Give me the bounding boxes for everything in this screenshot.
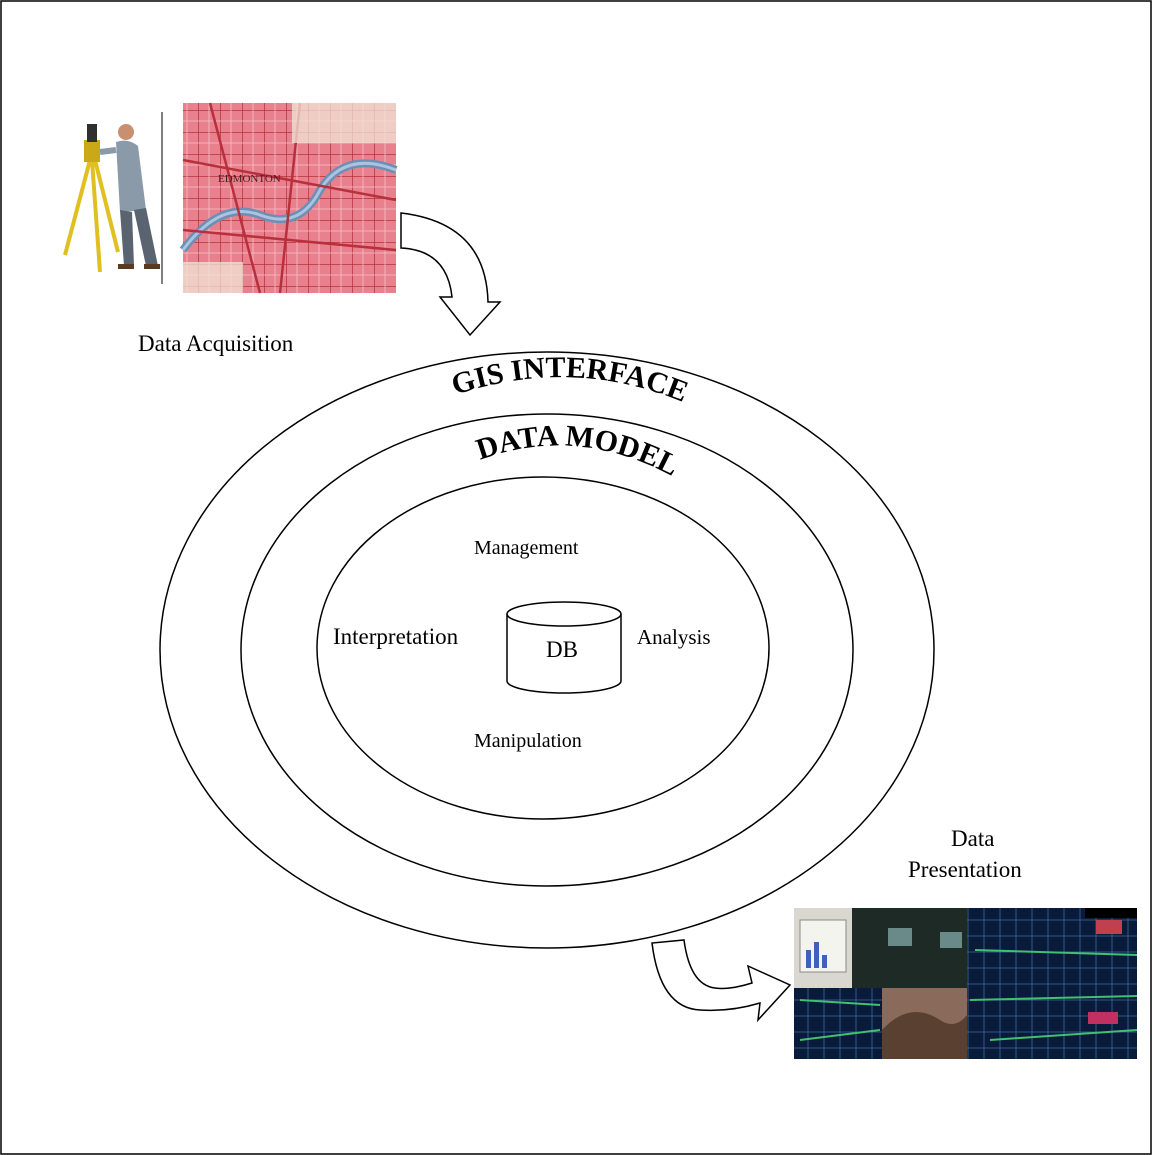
data-model-ring: [240, 413, 854, 887]
data-presentation-label-line2: Presentation: [908, 857, 1022, 882]
computer-screens-collage-image: [794, 908, 1138, 1059]
map-city-label: EDMONTON: [218, 173, 281, 185]
management-label: Management: [474, 537, 579, 559]
operations-ring: [316, 476, 770, 820]
city-map-image: EDMONTON: [179, 102, 398, 294]
database-cylinder-icon: [506, 601, 622, 694]
analysis-label: Analysis: [637, 625, 711, 649]
curved-arrow-down-icon: [400, 212, 502, 337]
manipulation-label: Manipulation: [474, 730, 582, 752]
interpretation-label: Interpretation: [333, 624, 459, 649]
db-label: DB: [546, 637, 578, 662]
surveyor-with-tripod-icon: [63, 124, 160, 273]
data-acquisition-label: Data Acquisition: [138, 331, 294, 356]
gis-interface-ring: [159, 351, 935, 949]
data-presentation-label-line1: Data: [951, 826, 995, 851]
gis-interface-title: GIS INTERFACE: [448, 351, 693, 409]
curved-arrow-right-icon: [651, 939, 792, 1023]
